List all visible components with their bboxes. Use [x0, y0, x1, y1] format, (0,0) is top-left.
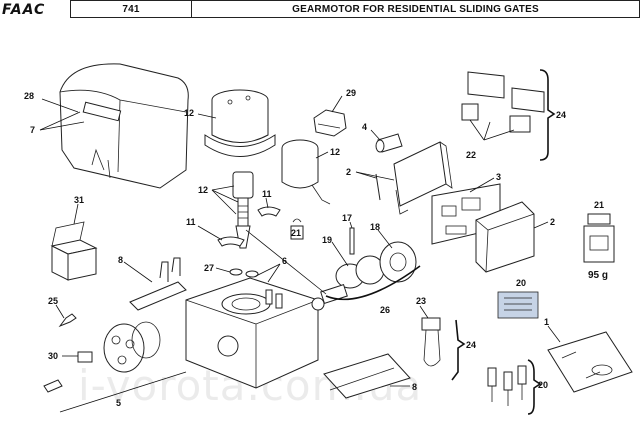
label-21-small: 21 — [291, 228, 301, 238]
grease-weight: 95 g — [588, 270, 608, 281]
limit-switch-lower — [421, 317, 441, 367]
board-cover — [475, 201, 535, 273]
release-plate — [103, 321, 161, 373]
foundation-plate — [547, 331, 633, 393]
label-19: 19 — [322, 235, 332, 245]
label-12-mid: 12 — [330, 147, 340, 157]
label-25: 25 — [48, 296, 58, 306]
label-3: 3 — [496, 172, 501, 182]
label-24-top: 24 — [556, 110, 566, 120]
rack-bracket-bottom — [323, 353, 411, 399]
rack-bracket-left — [129, 257, 187, 311]
label-8-left: 8 — [118, 255, 123, 265]
label-2-right: 2 — [550, 217, 555, 227]
label-5: 5 — [116, 398, 121, 408]
label-4: 4 — [362, 122, 367, 132]
cover-housing — [59, 63, 189, 189]
label-11-b: 11 — [186, 217, 196, 227]
header-bar: FAAC 741 GEARMOTOR FOR RESIDENTIAL SLIDI… — [0, 0, 640, 18]
label-30: 30 — [48, 351, 58, 361]
limit-switch-set — [461, 71, 545, 133]
label-20-bottom: 20 — [538, 380, 548, 390]
label-2-left: 2 — [346, 167, 351, 177]
label-7: 7 — [30, 125, 35, 135]
motor-stator — [204, 89, 276, 157]
pin — [349, 227, 355, 255]
label-17: 17 — [342, 213, 352, 223]
circlip-lower — [217, 236, 245, 247]
capacitor-housing — [393, 141, 453, 215]
label-1: 1 — [544, 317, 549, 327]
label-23: 23 — [416, 296, 426, 306]
washer-small — [245, 270, 259, 278]
screw — [58, 313, 77, 328]
label-24-bottom: 24 — [466, 340, 476, 350]
label-31: 31 — [74, 195, 84, 205]
rotor-shaft — [232, 171, 254, 249]
capacitor — [375, 133, 403, 153]
label-12-rotor: 12 — [198, 185, 208, 195]
brand-logo: FAAC — [2, 2, 46, 18]
gear-assembly — [311, 241, 417, 311]
label-8-bottom: 8 — [412, 382, 417, 392]
instruction-plate — [497, 291, 539, 319]
capacitor-cap — [313, 109, 347, 137]
label-21-jar: 21 — [594, 200, 604, 210]
washer — [229, 268, 243, 276]
accessory-box — [50, 221, 98, 281]
label-11-a: 11 — [262, 189, 272, 199]
label-22: 22 — [466, 150, 476, 160]
gearbox-base — [185, 277, 319, 389]
circlip-upper — [257, 206, 281, 217]
label-26: 26 — [380, 305, 390, 315]
label-20-top: 20 — [516, 278, 526, 288]
limit-magnets — [487, 365, 527, 406]
label-27: 27 — [204, 263, 214, 273]
label-12-top: 12 — [184, 108, 194, 118]
grease-jar — [583, 213, 615, 263]
capacitor-screw — [375, 173, 381, 201]
label-18: 18 — [370, 222, 380, 232]
release-fitting — [77, 351, 93, 363]
key-bolt — [43, 379, 63, 393]
motor-winding — [281, 139, 331, 205]
label-28: 28 — [24, 91, 34, 101]
grease-marker-icon — [290, 225, 304, 240]
label-29: 29 — [346, 88, 356, 98]
